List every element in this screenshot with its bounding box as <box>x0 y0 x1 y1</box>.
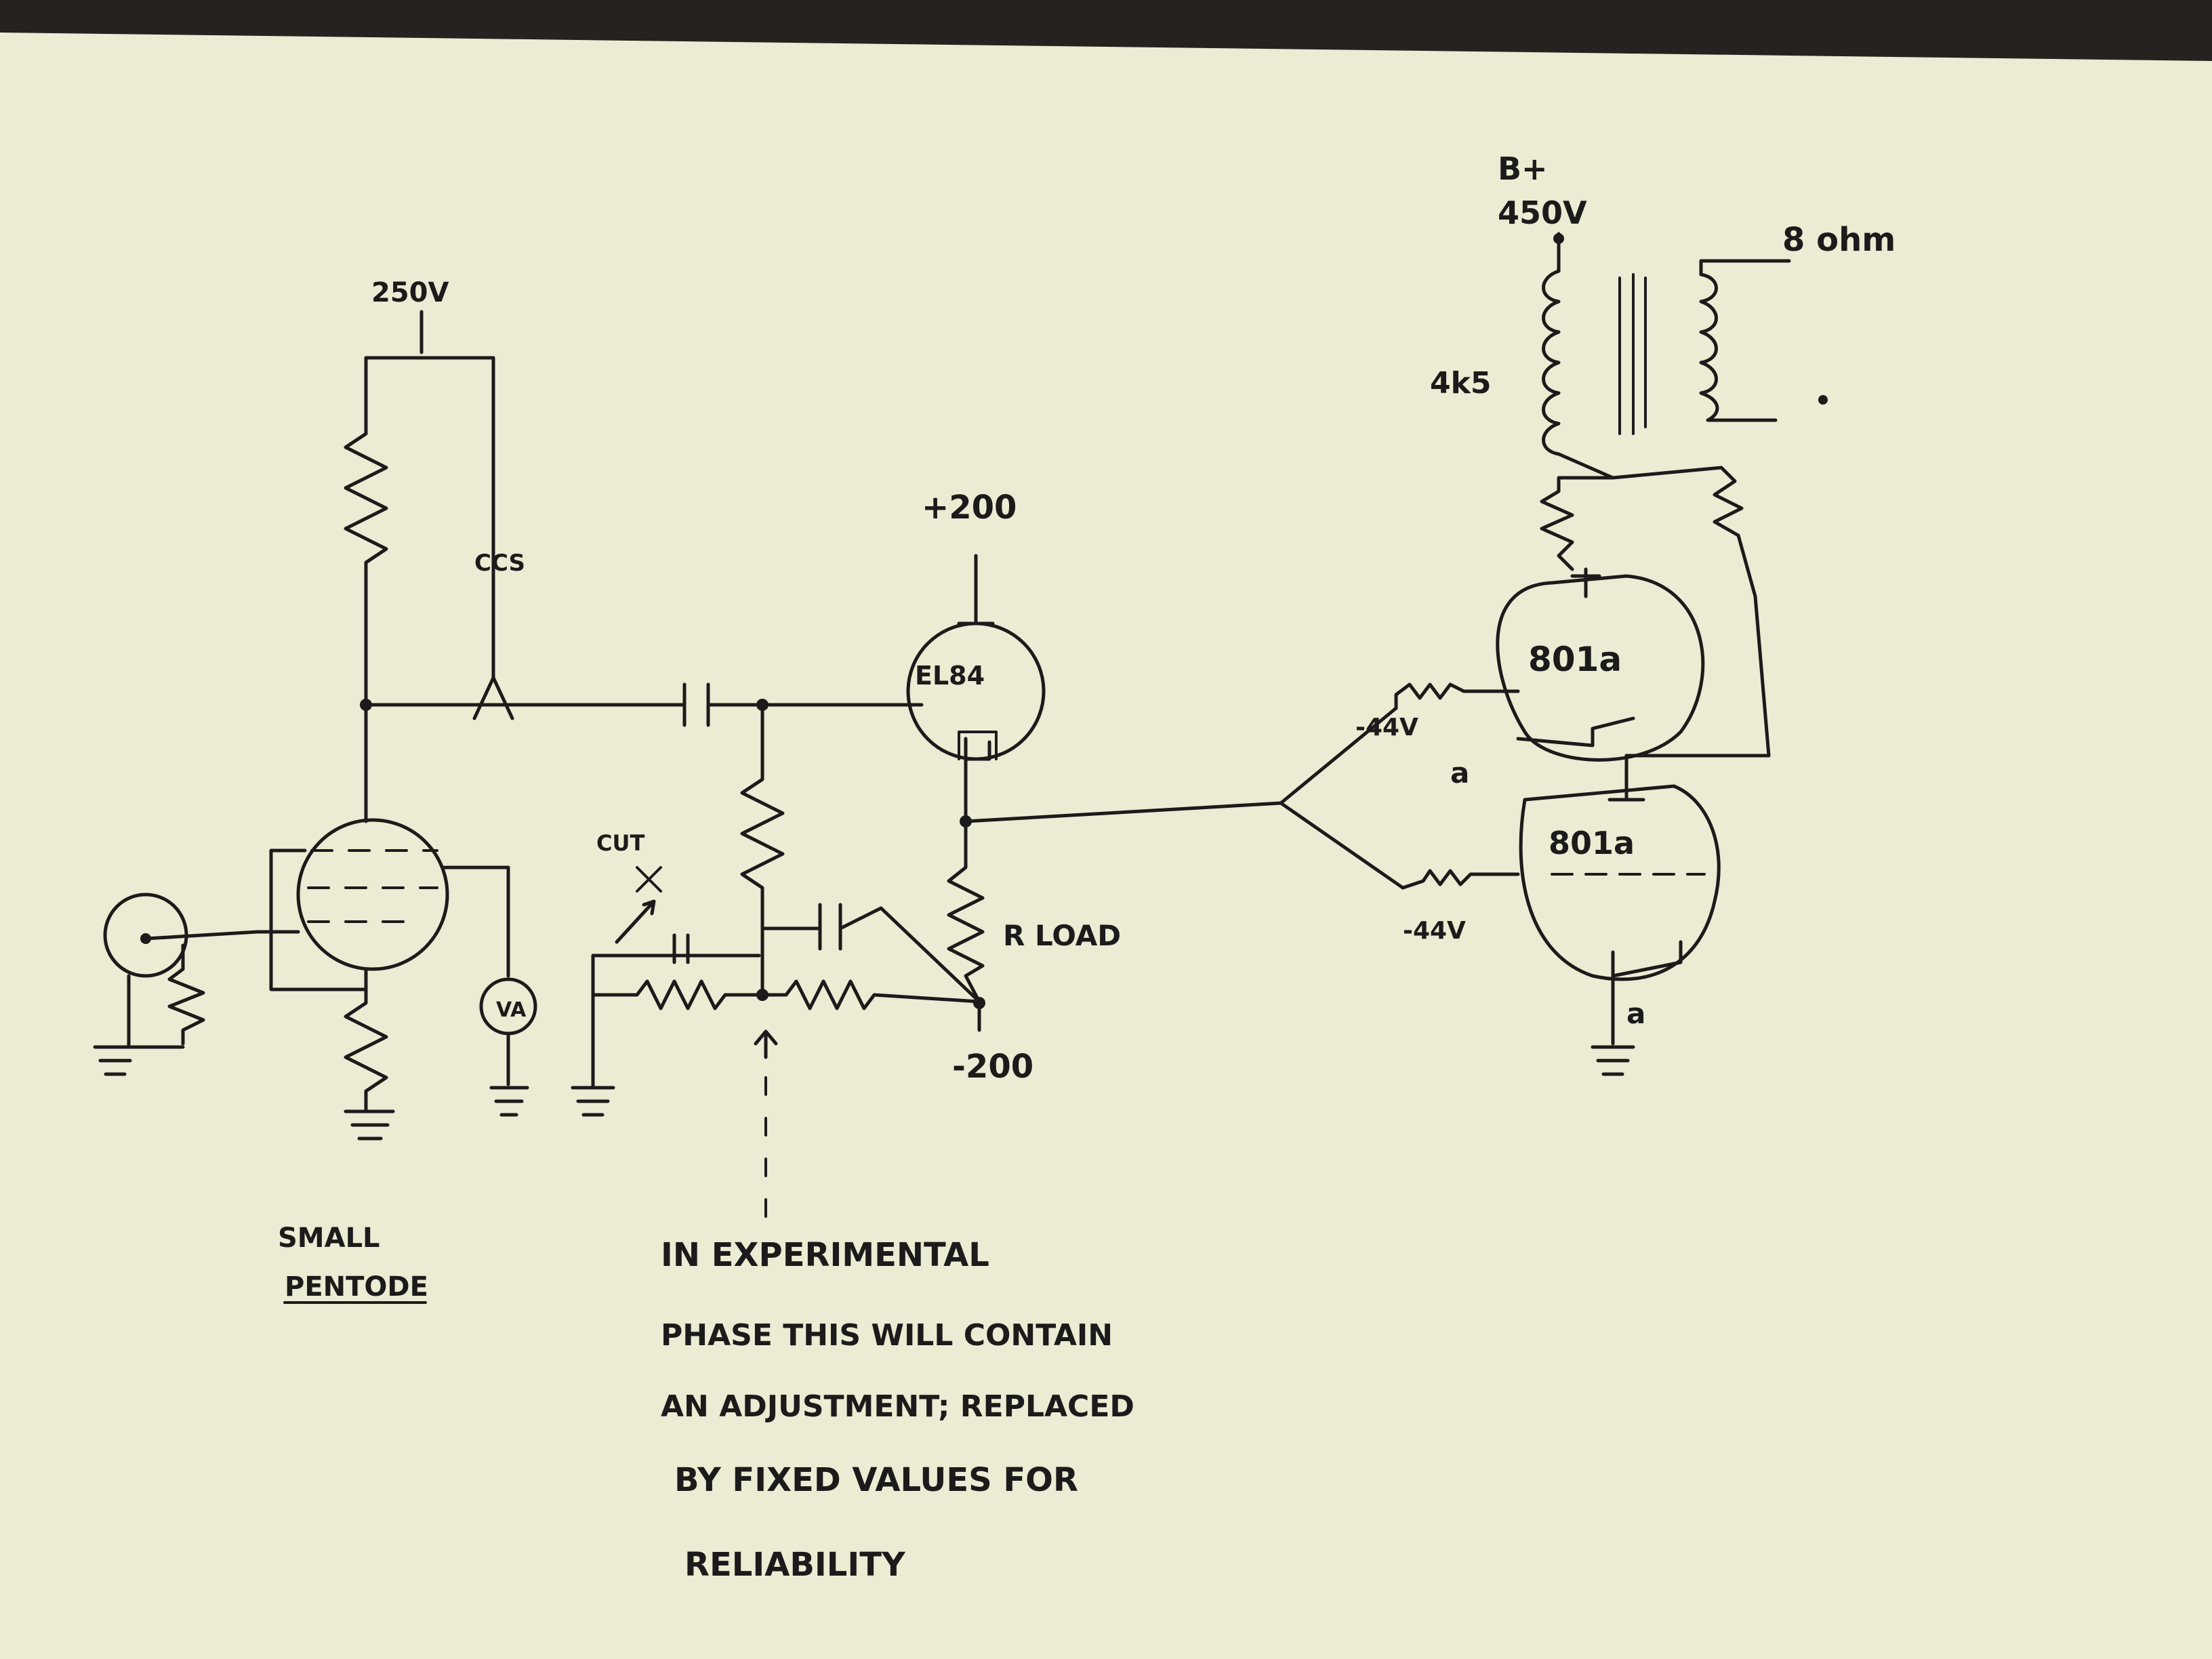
label-bias-bottom: -44V <box>1403 917 1466 945</box>
label-8ohm: 8 ohm <box>1782 221 1896 259</box>
input-stage: VA 250V CCS SMALL PENTODE <box>93 277 687 1304</box>
label-minus200: -200 <box>952 1048 1033 1086</box>
tube-801a-top <box>1496 574 1705 762</box>
resistor-right <box>760 979 981 1010</box>
plate-resistor <box>344 356 388 707</box>
label-bplus: B+ <box>1498 150 1548 187</box>
note-line-5: RELIABILITY <box>684 1546 906 1584</box>
paper-sheet <box>0 33 2212 1659</box>
label-4k5: 4k5 <box>1430 366 1492 401</box>
label-a-top: a <box>1450 756 1469 790</box>
label-ccs: CCS <box>474 550 525 577</box>
label-bias-top: -44V <box>1355 714 1418 741</box>
label-pentode: PENTODE <box>285 1271 428 1303</box>
output-stage: B+ 450V 8 ohm 4k5 801a 801a -44V -44V a … <box>1355 150 1896 1076</box>
label-small: SMALL <box>278 1223 380 1254</box>
resistor-left <box>591 979 764 1010</box>
label-el84: EL84 <box>915 661 985 691</box>
pentode-tube <box>296 818 449 971</box>
driver-stage: +200 EL84 R LOAD -200 CUT <box>571 489 1405 1218</box>
note-line-1: IN EXPERIMENTAL <box>661 1236 989 1274</box>
label-450v: 450V <box>1498 194 1587 231</box>
va-label: VA <box>496 998 527 1022</box>
r-load-resistor <box>947 819 985 1032</box>
label-801a-bottom: 801a <box>1549 825 1635 861</box>
label-rload: R LOAD <box>1003 919 1121 952</box>
label-plus200: +200 <box>922 489 1017 527</box>
label-801a-top: 801a <box>1528 640 1622 679</box>
label-cut: CUT <box>596 830 644 856</box>
transformer-secondary <box>1699 259 1791 422</box>
transformer-primary <box>1542 269 1615 480</box>
tube-801a-bottom <box>1519 784 1721 981</box>
note-line-4: BY FIXED VALUES FOR <box>674 1461 1078 1499</box>
note-line-3: AN ADJUSTMENT; REPLACED <box>661 1389 1134 1424</box>
label-250v: 250V <box>371 277 449 308</box>
note-block: IN EXPERIMENTAL PHASE THIS WILL CONTAIN … <box>661 1236 1134 1584</box>
note-line-2: PHASE THIS WILL CONTAIN <box>661 1318 1113 1353</box>
label-a-bottom: a <box>1626 997 1645 1030</box>
